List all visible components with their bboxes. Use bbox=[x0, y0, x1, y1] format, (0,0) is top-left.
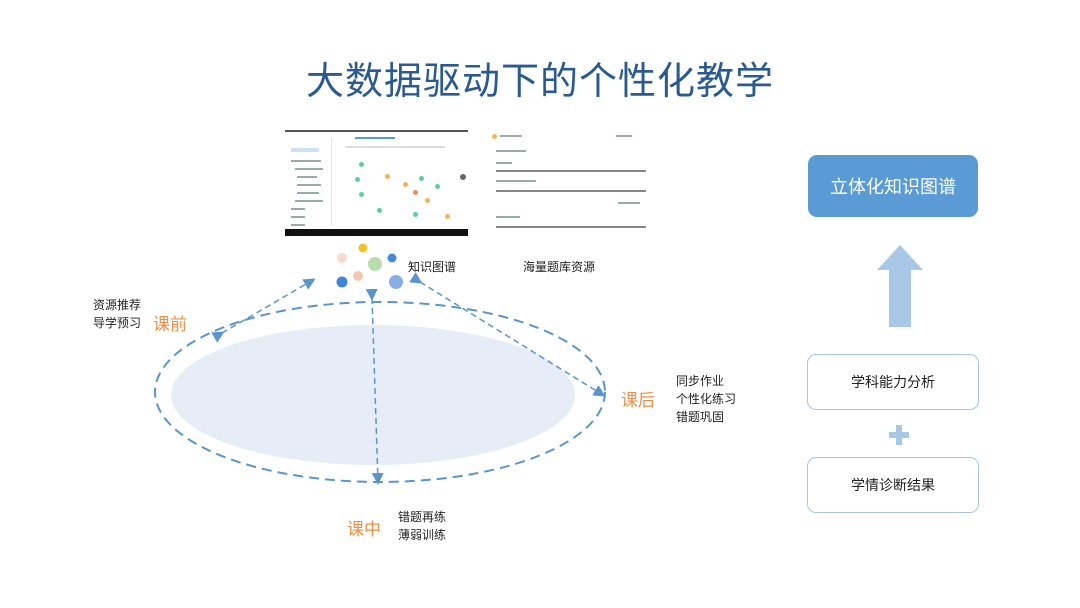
learning-diagnosis-box: 学情诊断结果 bbox=[807, 457, 979, 513]
3d-knowledge-graph-box: 立体化知识图谱 bbox=[808, 155, 978, 217]
in-class-label: 课中 bbox=[347, 520, 381, 540]
question-bank-label: 海量题库资源 bbox=[523, 260, 596, 274]
after-class-label: 课后 bbox=[621, 391, 655, 411]
subject-ability-box: 学科能力分析 bbox=[807, 354, 979, 410]
question-bank-app-screenshot bbox=[488, 130, 648, 234]
classroom-ellipse bbox=[171, 325, 575, 465]
before-class-items: 资源推荐 导学预习 bbox=[93, 298, 142, 330]
knowledge-graph-app-screenshot bbox=[285, 130, 468, 236]
plus-icon bbox=[889, 425, 909, 445]
page-title: 大数据驱动下的个性化教学 bbox=[305, 59, 774, 103]
after-class-items: 同步作业 个性化练习 错题巩固 bbox=[676, 374, 737, 424]
up-arrow-icon bbox=[877, 245, 923, 327]
bubble-icon bbox=[358, 243, 368, 253]
before-class-label: 课前 bbox=[153, 315, 187, 335]
knowledge-graph-label: 知识图谱 bbox=[408, 260, 457, 274]
app-nav-bar bbox=[285, 229, 468, 236]
in-class-items: 错题再练 薄弱训练 bbox=[398, 510, 447, 542]
app-sidebar bbox=[285, 138, 332, 226]
